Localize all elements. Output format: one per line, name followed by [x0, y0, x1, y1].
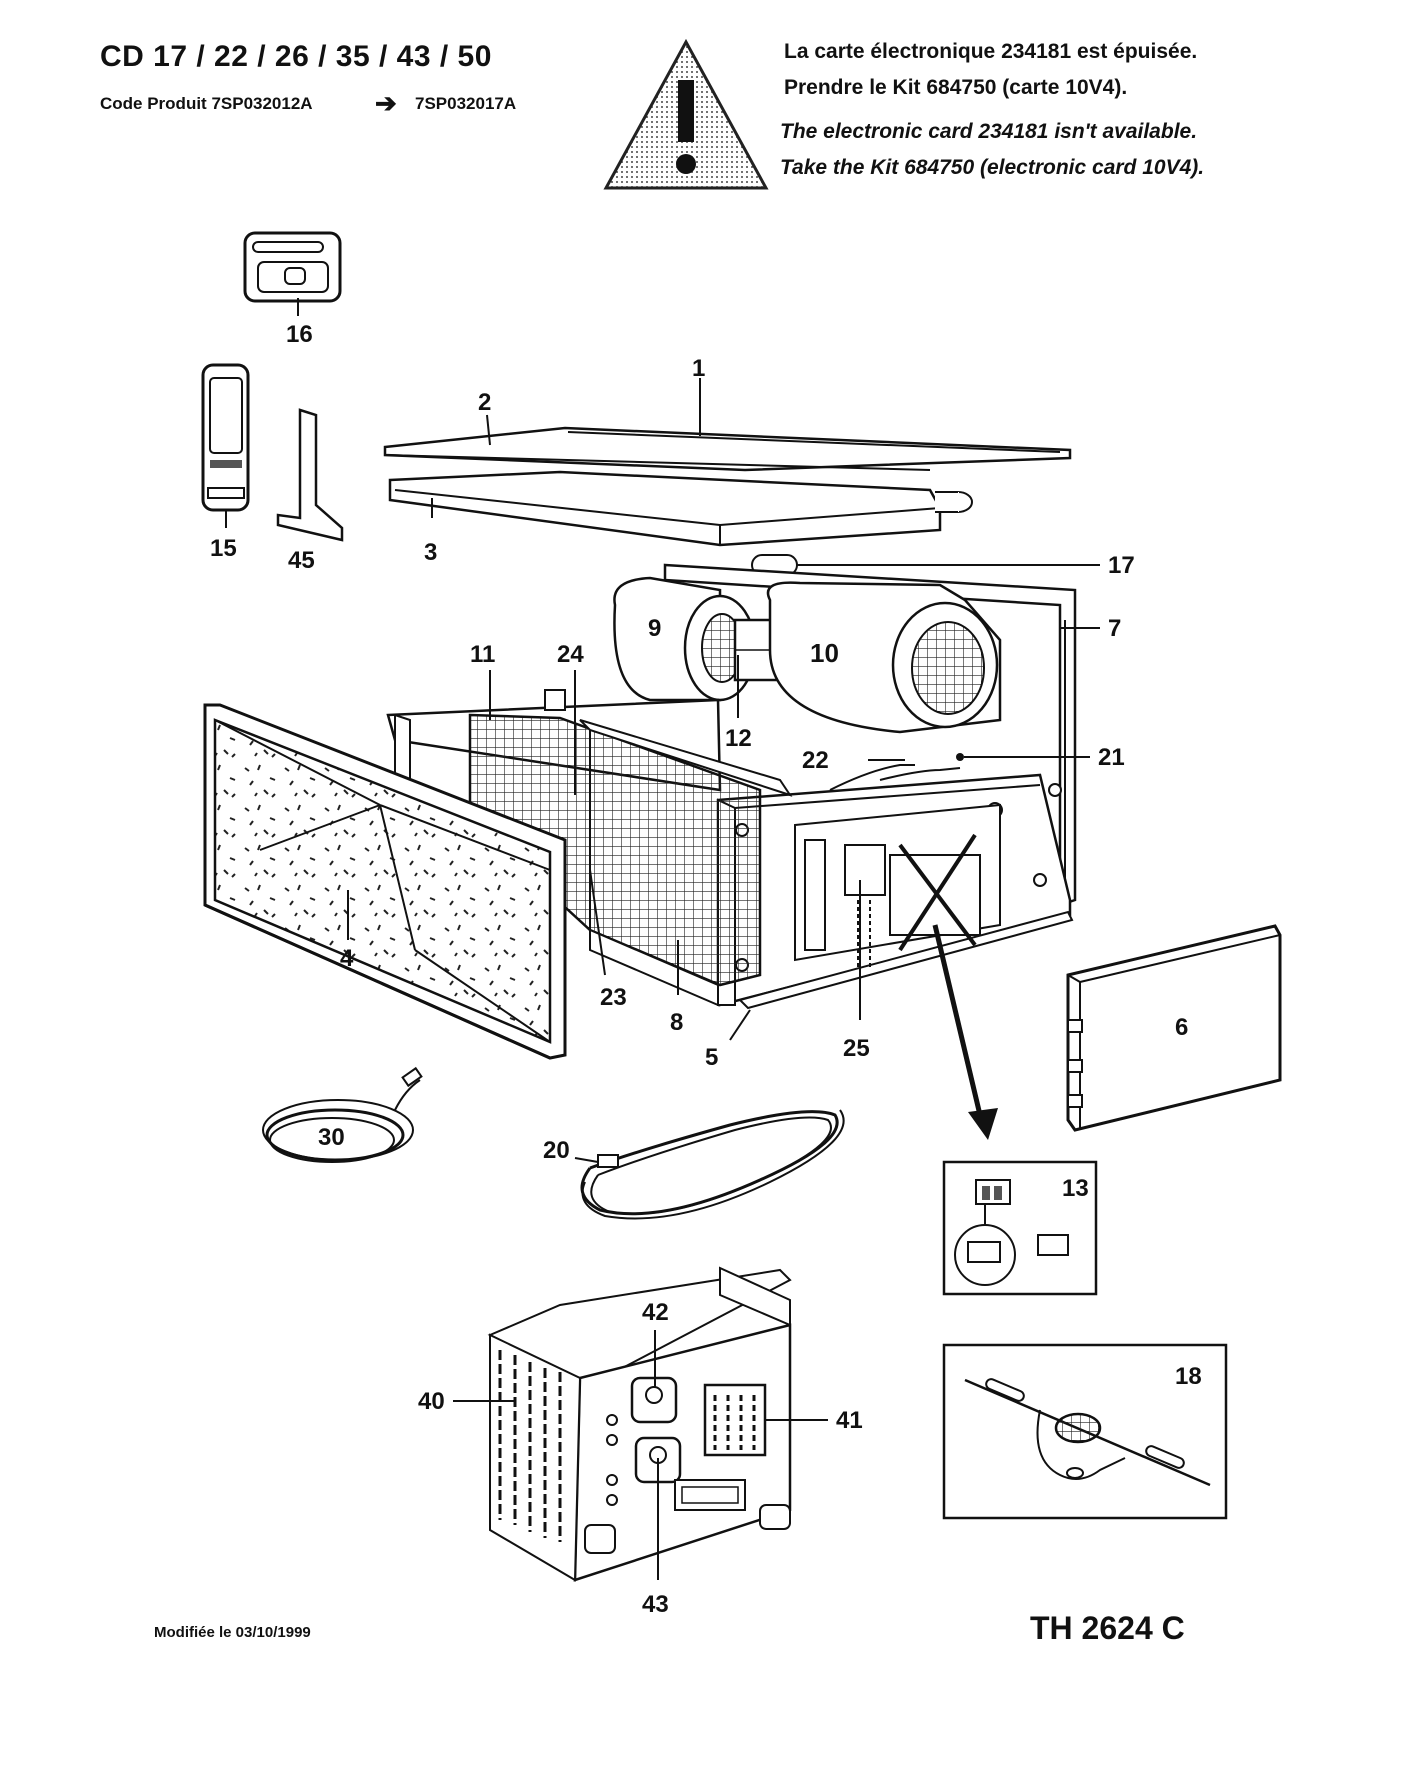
- arrow-right-icon: ➔: [375, 88, 397, 118]
- part-label-8: 8: [670, 1009, 683, 1036]
- sensor-part: [829, 753, 964, 791]
- part-label-4: 4: [340, 945, 354, 972]
- front-grille-part: [203, 703, 567, 1060]
- notice-en-line1: The electronic card 234181 isn't availab…: [780, 120, 1198, 143]
- remote-receiver-part: [243, 231, 342, 316]
- part-label-12: 12: [725, 725, 752, 752]
- part-label-45: 45: [288, 547, 315, 574]
- warning-triangle-icon: [603, 38, 769, 190]
- part-label-43: 43: [642, 1591, 669, 1618]
- part-label-30: 30: [318, 1124, 345, 1151]
- notice-fr-line2: Prendre le Kit 684750 (carte 10V4).: [784, 76, 1128, 99]
- part-label-41: 41: [836, 1407, 863, 1434]
- part-label-6: 6: [1175, 1014, 1188, 1041]
- top-panel-part: [383, 426, 1072, 472]
- part-label-40: 40: [418, 1388, 445, 1415]
- page-title: CD 17 / 22 / 26 / 35 / 43 / 50: [100, 40, 492, 73]
- detail-box-13: [942, 1160, 1098, 1296]
- part-label-13: 13: [1062, 1175, 1089, 1202]
- part-label-5: 5: [705, 1044, 718, 1071]
- pipe-part: [751, 554, 1100, 576]
- product-code: Code Produit 7SP032012A: [100, 94, 313, 113]
- arrow-to-detail-icon: [932, 924, 998, 1140]
- side-panel-part: [1066, 924, 1282, 1132]
- part-label-1: 1: [692, 355, 705, 382]
- cable-20-part: [580, 1109, 845, 1220]
- part-label-23: 23: [600, 984, 627, 1011]
- drip-tray-part: [589, 928, 719, 1007]
- part-label-24: 24: [557, 641, 584, 668]
- part-label-16: 16: [286, 321, 313, 348]
- part-label-42: 42: [642, 1299, 669, 1326]
- cable-30-part: [262, 1066, 423, 1163]
- part-label-10: 10: [810, 638, 839, 668]
- part-label-11: 11: [470, 641, 495, 668]
- part-label-21: 21: [1098, 744, 1125, 771]
- electrical-box-part: [487, 1266, 792, 1582]
- part-label-22: 22: [802, 747, 829, 774]
- part-label-18: 18: [1175, 1363, 1202, 1390]
- modified-date: Modifiée le 03/10/1999: [154, 1624, 311, 1641]
- part-label-2: 2: [478, 389, 491, 416]
- part-label-7: 7: [1108, 615, 1121, 642]
- part-label-25: 25: [843, 1035, 870, 1062]
- remote-control-part: [201, 363, 250, 528]
- part-label-17: 17: [1108, 552, 1135, 579]
- filter-tray-part: [388, 470, 973, 547]
- product-code-new: 7SP032017A: [415, 94, 517, 113]
- detail-box-18: [942, 1343, 1228, 1520]
- part-label-20: 20: [543, 1137, 570, 1164]
- part-label-9: 9: [648, 615, 661, 642]
- part-label-3: 3: [424, 539, 437, 566]
- coil-part: [468, 689, 793, 987]
- document-reference: TH 2624 C: [1030, 1610, 1185, 1646]
- bracket-part: [276, 408, 344, 542]
- notice-fr-line1: La carte électronique 234181 est épuisée…: [784, 40, 1198, 63]
- blower-right-part: [766, 581, 1002, 734]
- part-label-15: 15: [210, 535, 237, 562]
- notice-en-line2: Take the Kit 684750 (electronic card 10V…: [780, 156, 1205, 179]
